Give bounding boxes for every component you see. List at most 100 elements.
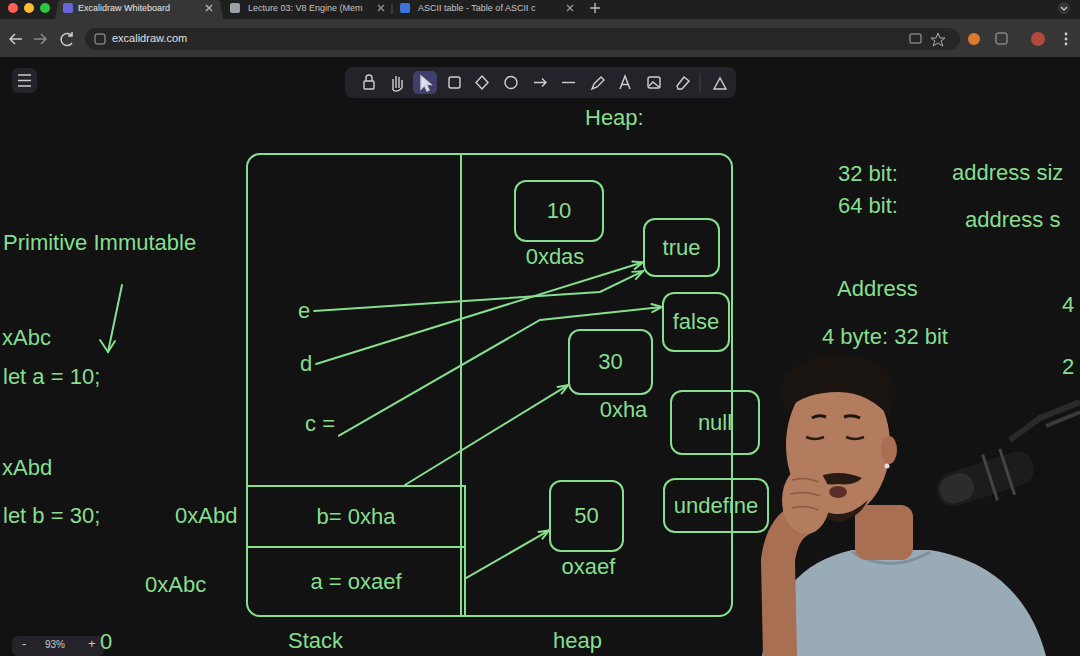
lock-icon	[366, 75, 372, 81]
variable-name: c =	[301, 409, 339, 438]
note-text: Primitive Immutable	[3, 230, 196, 255]
rectangle-icon	[449, 77, 460, 88]
presenter-hair-fringe	[786, 371, 892, 420]
value-text: 10	[547, 198, 571, 223]
extensions-icon	[996, 33, 1007, 44]
value-text: false	[673, 309, 719, 334]
pencil-icon	[592, 77, 604, 89]
image-icon	[648, 77, 660, 88]
mic-body	[933, 447, 1039, 510]
menu-icon	[18, 75, 31, 86]
presenter-ear	[881, 436, 897, 464]
address-row	[0, 19, 1080, 57]
pointer-icon	[421, 76, 431, 91]
slot-text: b= 0xha	[317, 504, 396, 529]
selected-tool	[413, 71, 437, 94]
heap-value-box: 50oxaef	[549, 480, 624, 552]
pointer-arrow	[339, 307, 662, 436]
tab-title: Excalidraw Whiteboard	[78, 3, 170, 13]
note-arrowhead	[100, 340, 115, 352]
site-info-icon	[95, 34, 105, 44]
heap-value-box: null	[670, 390, 760, 455]
tab-strip	[0, 0, 1080, 19]
variable-text: d	[300, 351, 312, 376]
toolbar-divider	[700, 73, 701, 92]
tool-icons	[364, 75, 726, 91]
presenter-neck	[855, 505, 913, 560]
heap-value-box: true	[643, 218, 720, 277]
address-text: oxaef	[562, 554, 616, 579]
whiteboard-strokes	[100, 155, 461, 615]
new-tab-icon	[590, 3, 600, 13]
variable-text: c =	[305, 411, 335, 436]
bookmark-star	[931, 33, 945, 46]
heap-value-box: 100xdas	[514, 180, 604, 242]
note-text: 32 bit:	[838, 161, 898, 186]
note-text: 2	[1062, 354, 1074, 379]
mic-boom-arm	[1010, 402, 1080, 440]
address-text: 0xha	[600, 397, 648, 422]
tab-title: Lecture 03: V8 Engine (Mem	[248, 3, 363, 13]
note-text: address siz	[952, 160, 1063, 185]
menu-dot	[1065, 43, 1068, 46]
browser-chrome	[0, 0, 1080, 57]
eraser-icon	[677, 77, 689, 89]
menu-dot	[1065, 33, 1068, 36]
code-note: let b = 30;	[3, 503, 100, 528]
cast-icon	[910, 34, 921, 43]
pointer-arrow	[405, 385, 568, 485]
tab-favicon	[230, 3, 240, 13]
code-note: let a = 10;	[3, 364, 100, 389]
memory-box: edc =b= 0xhaa = oxaef100xdastruefalse300…	[246, 153, 733, 617]
value-text: true	[663, 235, 701, 260]
microphone	[930, 441, 1040, 518]
profile-icon	[1031, 32, 1045, 46]
menu-dot	[1065, 38, 1068, 41]
mic-boom-arm	[1046, 412, 1080, 426]
tab-close-icon	[206, 5, 212, 11]
zoom-text: -	[22, 637, 26, 652]
presenter-eyes	[806, 437, 864, 439]
diamond-icon	[476, 76, 488, 89]
ellipse-icon	[505, 77, 517, 89]
region-label: Stack	[288, 628, 343, 653]
tab-title: ASCII table - Table of ASCII c	[418, 3, 535, 13]
excalidraw-ui	[12, 67, 736, 656]
stack-slot: a = oxaef	[248, 548, 466, 615]
tab-favicon	[63, 3, 73, 13]
tab-close-icon	[378, 5, 384, 11]
active-tab	[55, 0, 223, 19]
value-text: undefine	[674, 493, 758, 518]
url-text: excalidraw.com	[112, 32, 187, 45]
heap-value-box: undefine	[663, 478, 769, 533]
back-icon	[10, 34, 22, 44]
zoom-control	[12, 636, 104, 656]
text-tool-icon	[620, 76, 630, 89]
line-icon	[562, 82, 575, 83]
note-text: 4 byte: 32 bit	[822, 324, 948, 349]
address-note: 0xAbd	[175, 503, 237, 528]
presenter-figure	[762, 354, 1080, 656]
extension-icon	[968, 33, 980, 45]
url-pill	[85, 28, 960, 50]
variable-name: d	[296, 349, 316, 378]
variable-text: e	[298, 298, 310, 323]
arrow-icon	[534, 79, 546, 87]
image-icon	[649, 82, 659, 87]
hand-icon	[393, 76, 402, 91]
note-text: Address	[837, 276, 918, 301]
window-min-dot	[24, 3, 34, 13]
tab-close-icon	[567, 5, 573, 11]
tab-menu-chevron	[1061, 7, 1067, 10]
presenter-fist	[782, 466, 830, 534]
mic-grille	[936, 470, 977, 507]
presenter-arm	[778, 520, 800, 656]
forward-icon	[34, 34, 46, 44]
mic-shock-mount	[983, 449, 1015, 500]
address-note: 0xAbc	[145, 572, 206, 597]
toolbar	[345, 67, 736, 98]
stack-slot: b= 0xha	[248, 485, 466, 548]
slot-text: a = oxaef	[310, 569, 401, 594]
lock-icon	[364, 81, 374, 89]
